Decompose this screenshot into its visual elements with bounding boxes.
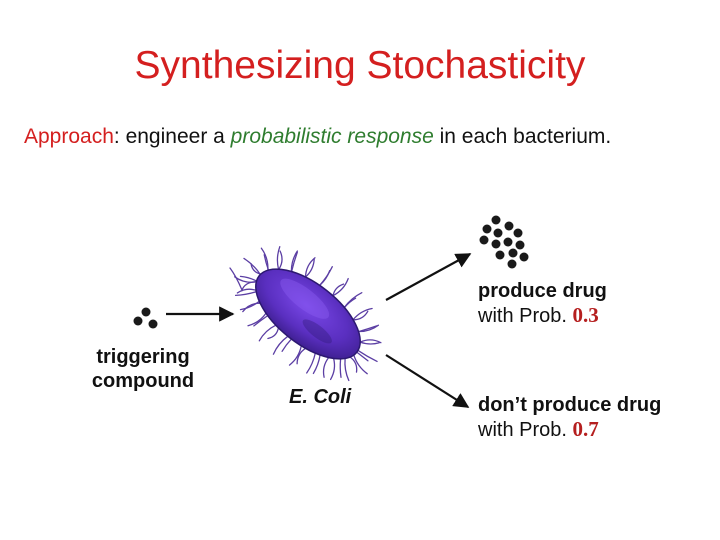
flagellum [332,283,345,297]
flagellum [353,354,368,375]
approach-text-after: in each bacterium. [433,125,612,148]
flagellum [234,291,257,297]
flagellum [306,352,316,374]
flagellum [276,246,281,270]
prob-prefix: with Prob. [478,419,567,441]
flagellum [253,314,269,327]
flagellum [343,292,363,309]
arrow-to-produce [385,253,472,301]
drug-molecules-icon [479,215,529,269]
flagellum [343,297,357,309]
approach-line: Approach: engineer a probabilistic respo… [24,125,611,149]
trigger-label-line1: triggering [96,346,190,368]
flagellum [359,339,382,344]
flagellum [243,257,261,276]
approach-text-before: : engineer a [113,125,231,148]
flagellum [357,349,378,363]
slide-title: Synthesizing Stochasticity [134,44,586,87]
flagellum-tail [229,267,263,292]
prob-prefix: with Prob. [478,305,567,327]
approach-label: Approach [24,125,114,148]
flagellum [239,275,258,282]
outcome-no-produce-prob: with Prob. 0.7 [478,417,661,442]
ecoli-label: E. Coli [289,386,352,408]
flagellum [344,357,350,382]
flagellum [318,266,333,287]
flagellum [296,347,307,365]
flagellum [356,351,369,362]
approach-emphasis: probabilistic response [230,125,434,148]
flagellum [359,341,380,345]
flagellum [339,358,342,378]
flagellum [349,356,358,373]
outcome-produce-prob: with Prob. 0.3 [478,303,607,328]
flagellum [236,288,257,294]
flagellum [288,345,302,366]
arrow-to-no-produce [385,354,470,408]
flagellum [281,338,293,352]
flagellum [278,250,283,270]
outcome-produce: produce drug with Prob. 0.3 [478,279,607,328]
flagellum [267,327,280,340]
flagellum [332,277,349,297]
trigger-label: triggering compound [78,345,208,393]
prob-value: 0.3 [572,303,599,327]
flagellum [239,300,260,311]
flagellum [352,310,369,321]
outcome-produce-text: produce drug [478,280,607,302]
prob-value: 0.7 [572,417,599,441]
flagellum [272,335,289,355]
bacterium-illustration [229,246,382,382]
flagellum [357,324,380,333]
flagellum [290,251,298,273]
molecule-cluster-icon [133,307,158,329]
flagellum [322,356,330,378]
flagellum [352,307,373,321]
outcome-no-produce: don’t produce drug with Prob. 0.7 [478,393,661,442]
flagellum [329,357,336,381]
outcome-no-produce-text: don’t produce drug [478,394,662,416]
flagellum [242,302,261,313]
flagellum [263,254,270,271]
trigger-label-line2: compound [91,370,195,392]
flagellum [304,257,316,278]
flagellum [312,354,321,375]
flagellum [258,324,277,342]
flagellum [247,312,267,327]
flagellum [250,262,262,275]
flagellum [304,258,315,278]
